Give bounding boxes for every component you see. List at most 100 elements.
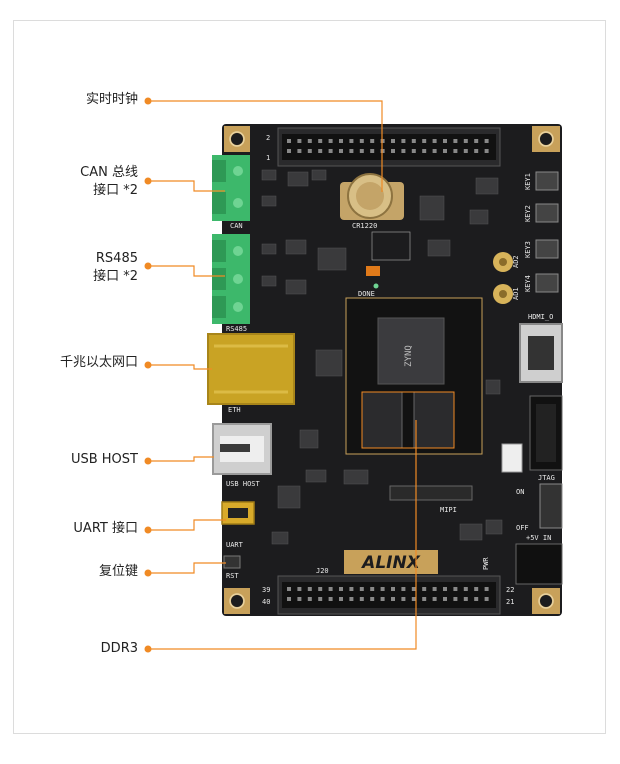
header-pin [297, 139, 302, 143]
header-pin [474, 597, 479, 601]
silk-ad2: AD2 [512, 255, 520, 268]
header-pin [339, 149, 343, 153]
header-pin [287, 597, 291, 601]
header-pin [422, 139, 427, 143]
silk-key4: KEY4 [524, 275, 532, 292]
header-pin [391, 587, 395, 591]
silk-vin: +5V IN [526, 534, 551, 542]
header-pin [318, 139, 323, 143]
header-pin [328, 587, 333, 591]
silk-j20: J20 [316, 567, 329, 575]
silk-on: ON [516, 488, 524, 496]
silk-ad1: AD1 [512, 287, 520, 300]
header-pin [463, 149, 468, 153]
rs485-terminal-block [212, 234, 250, 324]
header-pin [318, 587, 323, 591]
header-pin [401, 139, 406, 143]
chip-label: ZYNQ [404, 345, 414, 367]
header-pin [411, 149, 416, 153]
bottom-header-pins [287, 587, 489, 601]
header-pin [307, 597, 312, 601]
reset-button [223, 555, 241, 569]
header-pin [349, 139, 354, 143]
header-pin [422, 149, 427, 153]
silk-key3: KEY3 [524, 241, 532, 258]
silk-uart: UART [226, 541, 244, 549]
header-pin [391, 139, 395, 143]
user-keys [535, 171, 559, 293]
silk-eth: ETH [228, 406, 241, 414]
brand-logo: ALINX [360, 553, 421, 573]
header-pin [349, 597, 354, 601]
header-pin [484, 139, 489, 143]
top-header-pins [287, 139, 489, 153]
rtc-battery-holder [340, 173, 404, 220]
header-pin [359, 139, 364, 143]
header-pin [432, 139, 437, 143]
header-pin [307, 139, 312, 143]
header-pin [318, 597, 323, 601]
leader-lines [148, 100, 417, 650]
silk-key1: KEY1 [524, 173, 532, 190]
header-pin [474, 587, 479, 591]
header-pin [339, 587, 343, 591]
header-pin [422, 597, 427, 601]
header-pin [349, 587, 354, 591]
silk-done: DONE [358, 290, 375, 298]
silk-rst: RST [226, 572, 239, 580]
silk-off: OFF [516, 524, 529, 532]
ddr3-highlight [361, 391, 455, 449]
silk-pin1: 1 [266, 154, 270, 162]
header-pin [453, 149, 458, 153]
silk-mipi: MIPI [440, 506, 457, 514]
header-pin [443, 587, 447, 591]
header-pin [411, 597, 416, 601]
header-pin [401, 149, 406, 153]
header-pin [443, 139, 447, 143]
header-pin [391, 149, 395, 153]
image-frame [13, 20, 606, 734]
ethernet-port [207, 333, 295, 405]
smd-components [261, 169, 503, 545]
silk-usb: USB HOST [226, 480, 261, 488]
usb-host-port [212, 423, 272, 475]
silk-pwr: PWR [482, 557, 490, 570]
label-reset: 复位键 [98, 564, 138, 579]
can-terminal-block [212, 155, 250, 221]
header-pin [432, 587, 437, 591]
label-can: CAN 总线接口 *2 [80, 165, 138, 198]
silk-pin39: 39 [262, 586, 270, 594]
header-pin [370, 587, 375, 591]
header-pin [463, 597, 468, 601]
silk-pin2: 2 [266, 134, 270, 142]
header-pin [287, 587, 291, 591]
header-pin [453, 597, 458, 601]
header-pin [328, 149, 333, 153]
header-pin [287, 149, 291, 153]
header-pin [307, 587, 312, 591]
label-eth: 千兆以太网口 [59, 355, 138, 370]
power-switch [539, 483, 563, 529]
header-pin [297, 149, 302, 153]
header-pin [391, 597, 395, 601]
header-pin [432, 597, 437, 601]
header-pin [339, 139, 343, 143]
silk-key2: KEY2 [524, 205, 532, 222]
done-led [373, 283, 379, 289]
header-pin [328, 139, 333, 143]
header-pin [453, 587, 458, 591]
header-pin [380, 587, 385, 591]
header-pin [359, 587, 364, 591]
label-rtc: 实时时钟 [85, 92, 138, 107]
callout-dots [144, 97, 152, 653]
core-module [345, 297, 483, 455]
header-pin [401, 597, 406, 601]
header-pin [370, 149, 375, 153]
alinx-logo-plate [344, 550, 438, 574]
jumper-table [371, 231, 411, 261]
header-pin [411, 139, 416, 143]
header-pin [349, 149, 354, 153]
silk-rs485: RS485 [226, 325, 247, 333]
